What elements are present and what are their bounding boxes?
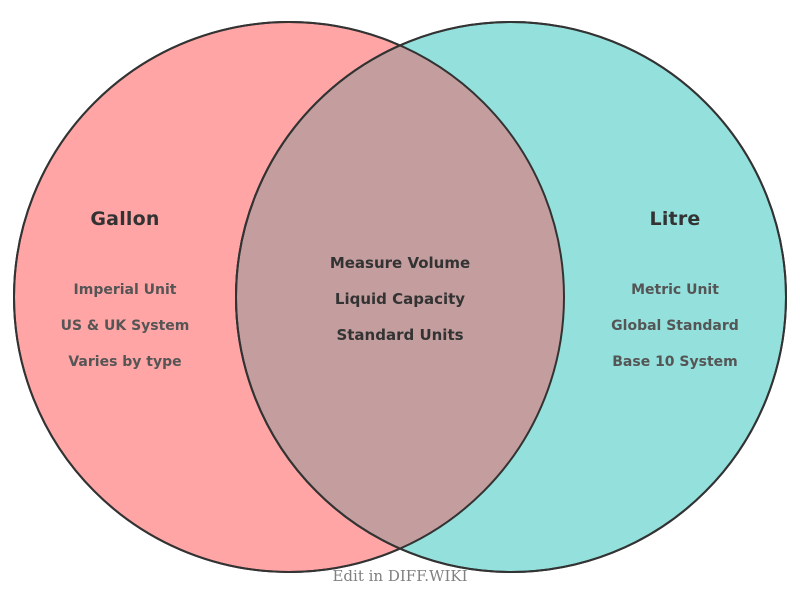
left-set-group[interactable]: Gallon Imperial Unit US & UK System Vari… [25,208,225,380]
list-item: Measure Volume [329,254,471,272]
right-set-group[interactable]: Litre Metric Unit Global Standard Base 1… [575,208,775,380]
right-set-item-list: Metric Unit Global Standard Base 10 Syst… [575,272,775,380]
list-item: Standard Units [336,326,464,344]
left-set-outline [13,21,565,573]
left-set-item-list: Imperial Unit US & UK System Varies by t… [25,272,225,380]
list-item: Base 10 System [612,354,738,370]
intersection-item-list: Measure Volume Liquid Capacity Standard … [290,245,510,353]
list-item: Global Standard [611,318,739,334]
right-set-title: Litre [649,208,701,230]
right-set-items-wrap: Metric Unit Global Standard Base 10 Syst… [575,272,775,380]
right-set-outline [235,21,787,573]
list-item: US & UK System [60,318,190,334]
list-item: Varies by type [68,354,182,370]
list-item: Metric Unit [631,282,719,298]
left-set-items-wrap: Imperial Unit US & UK System Varies by t… [25,272,225,380]
left-set-title: Gallon [90,208,160,230]
list-item: Imperial Unit [73,282,177,298]
intersection-group[interactable]: Measure Volume Liquid Capacity Standard … [290,245,510,353]
edit-in-diffwiki-link[interactable]: Edit in DIFF.WIKI [332,567,468,585]
list-item: Liquid Capacity [334,290,466,308]
